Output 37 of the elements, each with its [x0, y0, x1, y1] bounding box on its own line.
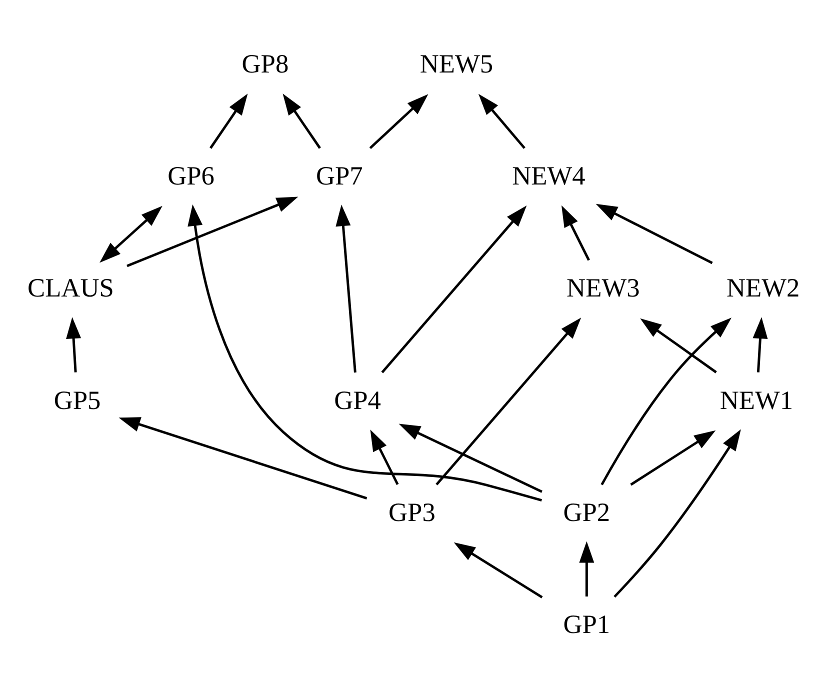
arrow [398, 423, 542, 492]
arrow [66, 316, 82, 372]
arrow [454, 542, 543, 598]
arrow [579, 540, 594, 596]
arrow [118, 416, 368, 499]
node-text: GP6 [168, 161, 214, 190]
arrow [282, 93, 321, 148]
node-text: NEW4 [512, 161, 586, 190]
arrow [640, 318, 717, 373]
node-text: GP8 [242, 49, 289, 78]
node-text: GP1 [563, 610, 610, 638]
node-text: GP4 [334, 385, 381, 414]
arrow [381, 205, 527, 373]
node-text: NEW2 [726, 273, 800, 302]
arrow [370, 429, 399, 484]
node-text: NEW5 [420, 49, 494, 78]
node-text: GP3 [388, 497, 436, 526]
arrow [100, 205, 162, 262]
arrow [600, 317, 732, 485]
node-text: GP7 [316, 161, 363, 190]
node-text: GP2 [563, 497, 610, 526]
node-text: NEW3 [566, 273, 640, 302]
arrow [126, 196, 298, 267]
arrow [596, 203, 713, 264]
arrow [210, 93, 248, 148]
arrow [336, 204, 356, 372]
arrow [630, 430, 716, 486]
node-text: GP5 [54, 385, 101, 414]
arrow [478, 93, 526, 148]
arrow [752, 316, 768, 372]
arrow [436, 317, 582, 485]
node-text: CLAUS [28, 273, 114, 302]
arrow [614, 428, 741, 598]
arrow [369, 94, 428, 149]
arrow [188, 204, 542, 501]
node-text: NEW1 [720, 385, 794, 414]
arrow [561, 204, 590, 260]
